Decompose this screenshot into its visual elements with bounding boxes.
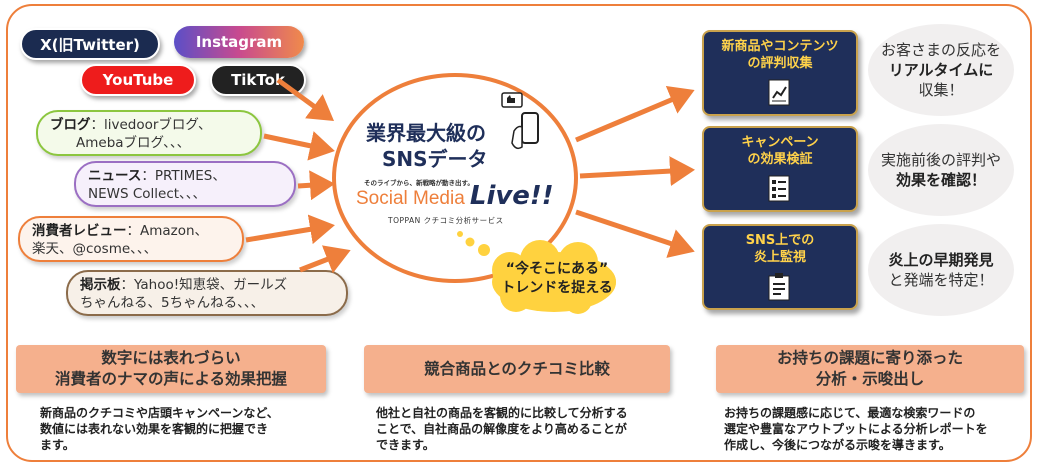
service-reputation: 新商品やコンテンツ の評判収集 — [702, 30, 858, 116]
feature-desc-3: お持ちの課題感に応じて、最適な検索ワードの 選定や豊富なアウトプットによる分析レ… — [724, 406, 988, 452]
benefit-bubble-1: お客さまの反応を リアルタイムに 収集！ — [868, 24, 1014, 116]
feature-desc-1: 新商品のクチコミや店頭キャンペーンなど、 数値には表れない効果を客観的に把握でき… — [40, 406, 279, 452]
benefit-bubble-2: 実施前後の評判や 効果を確認！ — [868, 124, 1014, 216]
source-blog: ブログ：livedoorブログ、 Amebaブログ、、、 — [36, 110, 262, 156]
service-flame-monitor: SNS上での 炎上監視 — [702, 224, 858, 310]
benefit-bubble-3: 炎上の早期発見 と発端を特定！ — [868, 224, 1014, 316]
feature-header-1: 数字には表れづらい 消費者のナマの声による効果把握 — [16, 345, 326, 393]
checklist-icon — [768, 175, 790, 202]
feature-header-3: お持ちの課題に寄り添った 分析・示唆出し — [716, 345, 1024, 393]
source-news: ニュース：PRTIMES、 NEWS Collect、、、 — [74, 161, 296, 207]
feature-header-2: 競合商品とのクチコミ比較 — [364, 345, 670, 393]
clipboard-monitor-icon — [768, 273, 790, 301]
chart-document-icon — [768, 79, 790, 106]
service-campaign: キャンペーン の効果検証 — [702, 126, 858, 212]
feature-desc-2: 他社と自社の商品を客観的に比較して分析する ことで、自社商品の解像度をより高める… — [376, 406, 628, 452]
cloud-text: “今そこにある” トレンドを捉える — [501, 261, 613, 296]
logo: Social Media Live!! — [356, 181, 554, 211]
headline-1: 業界最大級の — [366, 121, 486, 145]
thought-cloud — [457, 231, 616, 314]
headline-2: SNSデータ — [382, 147, 488, 171]
logo-subtitle: TOPPAN クチコミ分析サービス — [388, 216, 504, 225]
outer-frame — [6, 4, 1032, 462]
pill-youtube: YouTube — [80, 64, 196, 96]
pill-x-twitter: X(旧Twitter) — [20, 28, 160, 60]
pill-instagram: Instagram — [174, 26, 304, 58]
pill-tiktok: TikTok — [210, 64, 306, 96]
phone-thumbsup-icon — [501, 92, 539, 150]
small-caption: そのライブから、新戦略が動き出す。 — [364, 179, 474, 187]
source-reviews: 消費者レビュー：Amazon、 楽天、@cosme、、、 — [18, 216, 244, 262]
source-forums: 掲示板：Yahoo!知恵袋、ガールズ ちゃんねる、5ちゃんねる、、、 — [66, 270, 348, 316]
